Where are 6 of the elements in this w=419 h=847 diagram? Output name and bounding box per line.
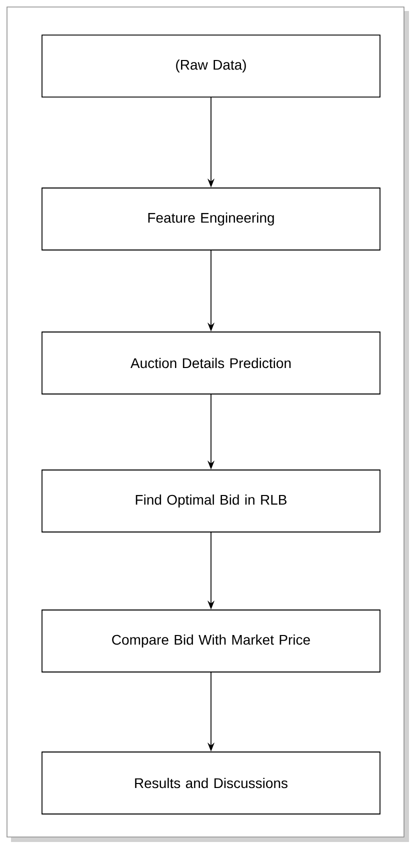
process-box: Compare Bid With Market Price xyxy=(42,610,380,672)
process-box: Feature Engineering xyxy=(42,188,380,250)
process-box: Auction Details Prediction xyxy=(42,332,380,394)
process-box: (Raw Data) xyxy=(42,34,380,98)
process-box: Find Optimal Bid in RLB xyxy=(42,470,380,532)
process-box: Results and Discussions xyxy=(42,752,380,814)
